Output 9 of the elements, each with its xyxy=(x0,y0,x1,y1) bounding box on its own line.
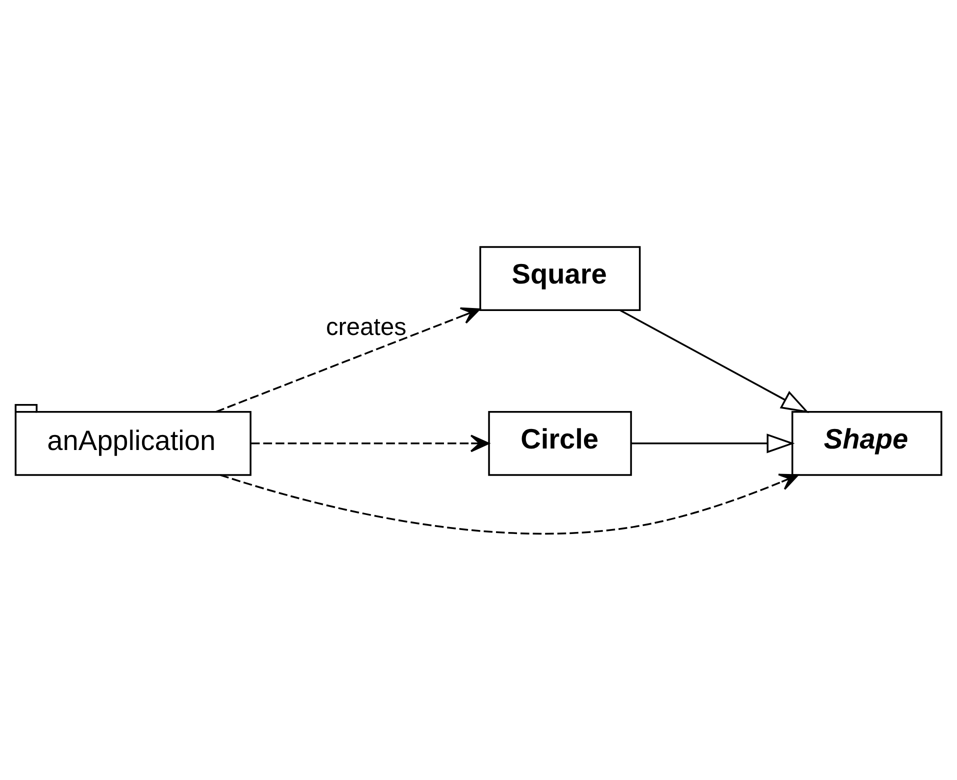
node-box: Shape xyxy=(791,410,942,476)
edge-label: creates xyxy=(326,314,406,341)
node-box: Square xyxy=(479,246,641,311)
arrow xyxy=(620,309,810,412)
arrow xyxy=(220,473,799,534)
arrow xyxy=(216,306,480,412)
arrow xyxy=(631,433,795,453)
node-box: Circle xyxy=(488,410,632,476)
arrow xyxy=(251,434,490,452)
